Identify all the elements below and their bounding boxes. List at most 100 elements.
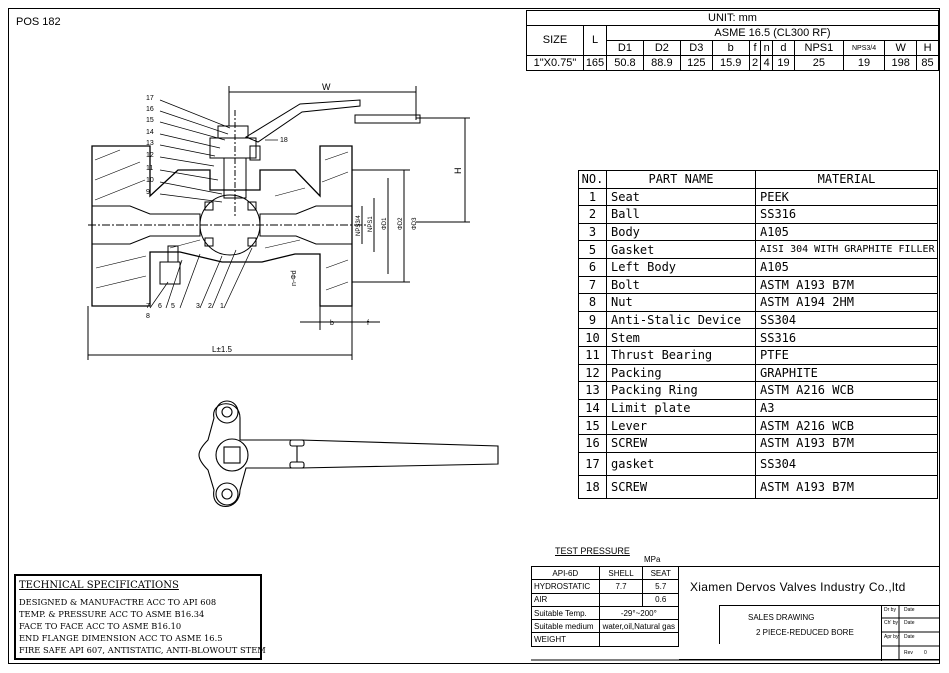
callout-number: 3 [196,303,200,310]
callout-number: 11 [146,165,153,172]
parts-material: GRAPHITE [755,363,938,383]
dim-b-label: b [330,320,334,327]
technical-specs-box: TECHNICAL SPECIFICATIONS DESIGNED & MANU… [14,574,266,660]
lever-side [244,99,361,143]
technical-specs-title: TECHNICAL SPECIFICATIONS [19,580,179,591]
handle-top-view [198,400,499,507]
col-header: D1 [606,40,644,56]
callout-number: 8 [146,313,150,320]
spec-line: END FLANGE DIMENSION ACC TO ASME 16.5 [19,633,223,643]
dim-l-label: L±1.5 [212,345,233,354]
size-value: 1"X0.75" [526,55,584,71]
parts-name: Thrust Bearing [606,345,756,365]
parts-material: SS304 [755,310,938,330]
tp-hydrostatic-seat: 5.7 [642,579,679,594]
checked-by-label: Ch' by [884,620,899,626]
dim-nd-label: n-Φd [291,270,298,286]
callout-number: 1 [220,303,224,310]
col-header: NPS1 [793,40,844,56]
dim-d1-label: ΦD1 [382,217,388,230]
dim-f-label: f [367,320,369,327]
ball [199,194,261,256]
date-label: Date [904,620,915,626]
dim-h-label: H [453,168,463,175]
parts-name: Packing Ring [606,381,756,400]
dim-d2-label: ΦD2 [398,217,404,230]
date-label: Date [904,634,915,640]
callout-number: 5 [171,303,175,310]
callout-number: 16 [146,106,154,113]
parts-material: SS316 [755,328,938,347]
title-block-lines [531,605,939,661]
test-pressure-title: TEST PRESSURE [555,546,630,556]
pos-label: POS 182 [16,16,61,28]
lever-grip [354,114,421,124]
spec-line: FIRE SAFE API 607, ANTISTATIC, ANTI-BLOW… [19,645,266,655]
drawing-border [8,8,940,664]
drawing-description: 2 PIECE-REDUCED BORE [756,628,854,637]
rev-label: Rev [904,650,913,656]
spec-line: TEMP. & PRESSURE ACC TO ASME B16.34 [19,609,205,619]
l-value: 165 [583,55,607,71]
parts-no: 12 [578,363,607,383]
parts-no: 11 [578,345,607,365]
drawing-type: SALES DRAWING [748,613,815,622]
dimension-table: UNIT: mm SIZE L ASME 16.5 (CL300 RF) D1 … [526,10,939,71]
spec-line: FACE TO FACE ACC TO ASME B16.10 [19,621,182,631]
parts-name: gasket [606,451,756,476]
valve-body [91,145,353,307]
dim-value: 88.9 [642,55,681,71]
sign-box: Dr by Date Ch' by Date Apr by Date Rev 0 [881,605,940,661]
callout-number: 7 [146,303,150,310]
size-header: SIZE [526,25,584,56]
callout-number: 9 [146,189,150,196]
l-header: L [583,25,607,56]
tp-weight-label: WEIGHT [531,632,600,647]
dim-value: 25 [793,55,844,71]
callout-number: 6 [158,303,162,310]
parts-no: 18 [578,474,607,499]
parts-no: 14 [578,398,607,418]
test-pressure-unit: MPa [644,555,661,564]
dim-d3-label: ΦD3 [412,217,418,230]
parts-name: Packing [606,363,756,383]
callout-number: 15 [146,117,154,124]
date-label: Date [904,607,915,613]
dim-value: 50.8 [606,55,644,71]
dim-value: 198 [884,55,918,71]
callout-number: 2 [208,303,212,310]
callout-number: 18 [280,137,288,144]
tp-weight-value [598,632,680,647]
dim-value: 19 [842,55,886,71]
sales-box [719,605,882,644]
dim-value: 19 [772,55,795,71]
drawn-by-label: Dr by [884,607,896,613]
callout-number: 13 [146,140,154,147]
approved-by-label: Apr by [884,634,899,640]
parts-name: Bolt [606,275,756,295]
company-name: Xiamen Dervos Valves Industry Co.,ltd [690,580,906,594]
callout-number: 14 [146,129,154,136]
test-pressure-table: API-6D SHELL SEAT HYDROSTATIC 7.7 5.7 AI… [531,565,680,647]
dim-nps-label: NPS1 [368,216,374,232]
dim-nps34-label: NPS3/4 [356,215,362,236]
parts-material: ASTM A193 B7M [755,474,938,499]
parts-name: SCREW [606,474,756,499]
parts-material: ASTM A216 WCB [755,381,938,400]
parts-material: SS304 [755,451,938,476]
dim-value: 85 [916,55,939,71]
bolt-nut [159,261,181,285]
